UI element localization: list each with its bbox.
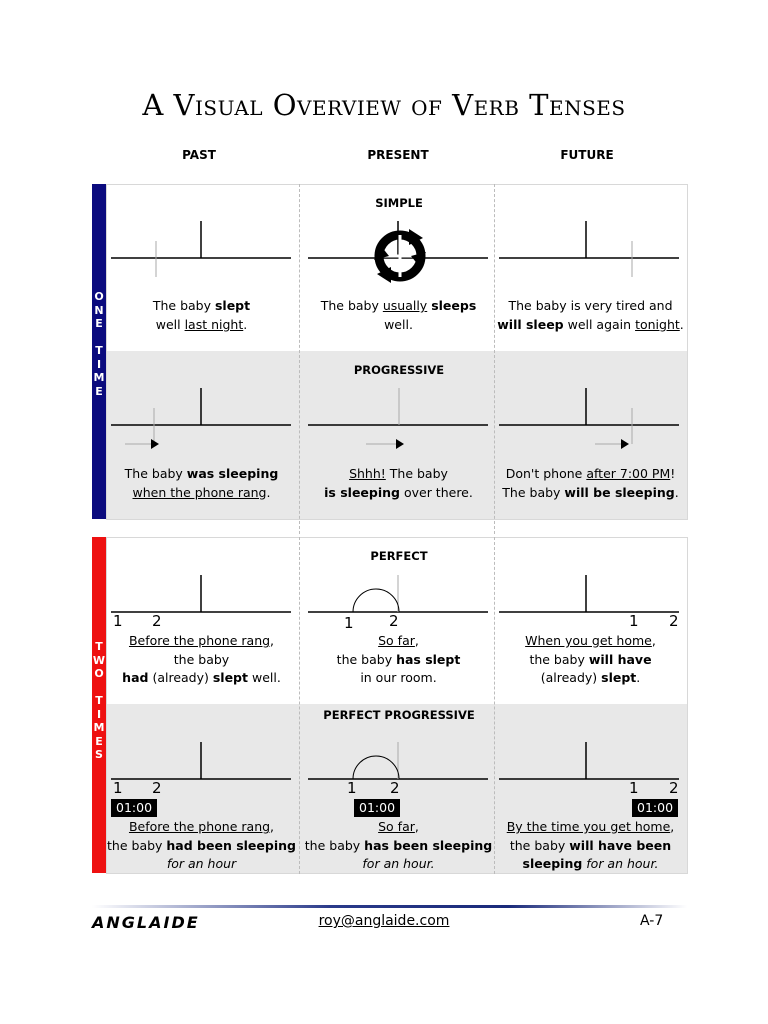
- column-divider: [299, 537, 300, 874]
- timeline-perfect-past: [111, 575, 291, 613]
- simple-row: [107, 184, 687, 351]
- sentence-simple-future: The baby is very tired and will sleep we…: [497, 298, 684, 332]
- timeline-point-1: 1: [629, 779, 639, 797]
- two-times-band: T W O T I M E S: [92, 537, 106, 873]
- footer-rule: [92, 905, 687, 908]
- column-divider: [494, 537, 495, 874]
- column-divider: [494, 184, 495, 534]
- column-header-past: PAST: [182, 148, 216, 162]
- sentence-simple-present: The baby usually sleeps well.: [320, 298, 477, 332]
- timeline-point-1: 1: [344, 614, 354, 632]
- timeline-simple-future: [499, 221, 679, 277]
- timeline-progressive-present: [308, 388, 488, 449]
- column-divider: [299, 184, 300, 534]
- two-times-box-border: [106, 537, 688, 874]
- timeline-point-2: 2: [152, 779, 162, 797]
- timeline-point-2: 2: [390, 779, 400, 797]
- timeline-perfect-progressive-past: [111, 742, 291, 780]
- timeline-perfect-present: [308, 575, 488, 613]
- timeline-point-2: 2: [669, 612, 679, 630]
- perfect-row: [107, 537, 687, 704]
- timeline-progressive-future: [499, 388, 679, 449]
- email-link[interactable]: roy@anglaide.com: [318, 913, 450, 929]
- timeline-progressive-past: [111, 388, 291, 449]
- section-perfect: PERFECT: [370, 549, 428, 563]
- clock-badge: 01:00: [632, 799, 679, 817]
- sentence-perfect-progressive-future: By the time you get home, the baby will …: [506, 819, 675, 871]
- timeline-perfect-progressive-present: [308, 742, 488, 780]
- sentence-perfect-past: Before the phone rang, the baby had (alr…: [122, 633, 281, 685]
- clock-badge: 01:00: [111, 799, 158, 817]
- sentence-progressive-past: The baby was sleeping when the phone ran…: [124, 466, 279, 500]
- progressive-row: [107, 351, 687, 519]
- page-number: A-7: [640, 913, 664, 929]
- perfect-progressive-row: [107, 704, 687, 873]
- sentence-simple-past: The baby slept well last night.: [152, 298, 251, 332]
- page-title: A Visual Overview of Verb Tenses: [142, 88, 626, 122]
- sentence-perfect-progressive-past: Before the phone rang, the baby had been…: [107, 819, 296, 871]
- section-perfect-progressive: PERFECT PROGRESSIVE: [323, 708, 475, 722]
- one-time-band: O N E T I M E: [92, 184, 106, 519]
- timeline-perfect-future: [499, 575, 679, 613]
- timeline-point-1: 1: [113, 779, 123, 797]
- timeline-point-1: 1: [113, 612, 123, 630]
- timeline-point-1: 1: [629, 612, 639, 630]
- timeline-point-2: 2: [152, 612, 162, 630]
- cycle-arrows-icon: [374, 229, 426, 283]
- column-header-future: FUTURE: [560, 148, 614, 162]
- sentence-perfect-present: So far, the baby has slept in our room.: [336, 633, 461, 685]
- clock-badge: 01:00: [354, 799, 401, 817]
- anglaide-logo: ANGLAIDE: [92, 913, 200, 932]
- one-time-box-border: [106, 184, 688, 520]
- sentence-perfect-future: When you get home, the baby will have (a…: [525, 633, 656, 685]
- section-progressive: PROGRESSIVE: [353, 363, 445, 377]
- section-simple: SIMPLE: [375, 196, 423, 210]
- sentence-progressive-present: Shhh! The baby is sleeping over there.: [324, 466, 473, 500]
- timeline-perfect-progressive-future: [499, 742, 679, 780]
- timeline-point-2: 2: [389, 612, 399, 630]
- timeline-point-2: 2: [669, 779, 679, 797]
- two-times-label: T W O T I M E S: [92, 640, 106, 761]
- column-header-present: PRESENT: [367, 148, 429, 162]
- timeline-simple-past: [111, 221, 291, 277]
- timeline-point-1: 1: [347, 779, 357, 797]
- sentence-perfect-progressive-present: So far, the baby has been sleeping for a…: [304, 819, 493, 871]
- sentence-progressive-future: Don't phone after 7:00 PM! The baby will…: [502, 466, 679, 500]
- one-time-label: O N E T I M E: [93, 290, 105, 398]
